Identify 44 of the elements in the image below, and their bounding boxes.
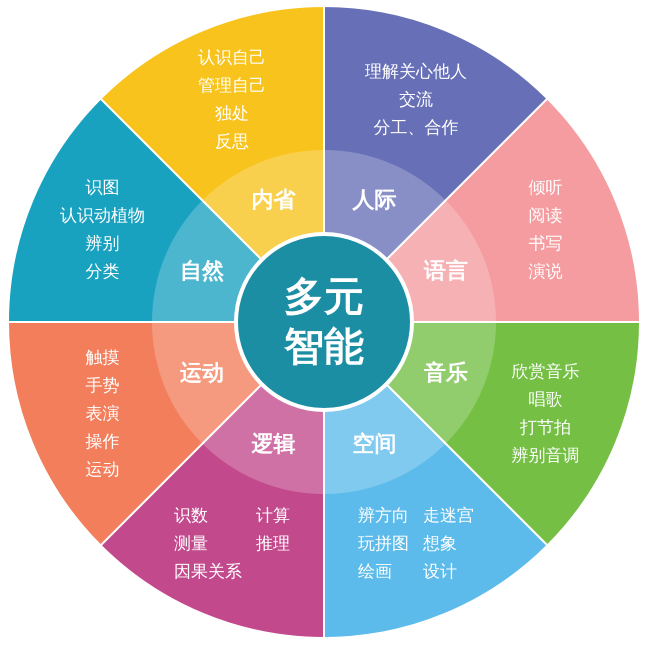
- item-text: 认识自己: [198, 47, 266, 70]
- item-text: 分工、合作: [373, 117, 458, 140]
- item-text: 管理自己: [198, 75, 266, 98]
- item-text: 欣赏音乐: [512, 360, 580, 384]
- item-text: 推理: [256, 532, 290, 556]
- item-text: 阅读: [528, 205, 563, 228]
- item-text: 玩拼图: [358, 532, 409, 556]
- item-text: 交流: [398, 89, 433, 112]
- sector-title: 运动: [180, 360, 224, 388]
- item-text: 辨别: [85, 233, 120, 256]
- item-text: 书写: [528, 233, 563, 256]
- item-text: 打节拍: [520, 416, 572, 440]
- item-text: 理解关心他人: [364, 61, 467, 84]
- item-text: 走迷宫: [422, 504, 474, 528]
- item-text: 唱歌: [528, 388, 563, 412]
- item-text: 反思: [215, 131, 250, 154]
- item-text: 想象: [422, 532, 457, 556]
- item-text: 计算: [256, 504, 290, 528]
- sector-title: 音乐: [424, 360, 468, 388]
- item-text: 辨别音调: [512, 444, 580, 468]
- item-text: 演说: [528, 261, 563, 284]
- item-text: 辨方向: [358, 504, 409, 528]
- item-text: 识图: [85, 177, 120, 200]
- item-text: 触摸: [85, 346, 120, 370]
- item-text: 分类: [85, 261, 120, 284]
- item-text: 认识动植物: [60, 205, 145, 228]
- sector-title: 内省: [251, 187, 296, 216]
- item-text: 测量: [174, 532, 208, 556]
- item-text: 设计: [422, 560, 457, 584]
- sector-title: 人际: [352, 187, 396, 216]
- item-text: 运动: [85, 458, 120, 482]
- item-text: 因果关系: [174, 560, 242, 584]
- sector-title: 逻辑: [251, 430, 296, 459]
- item-text: 独处: [215, 103, 250, 126]
- item-text: 绘画: [358, 560, 392, 584]
- sector-title: 空间: [352, 430, 396, 459]
- sector-title: 自然: [180, 258, 224, 286]
- item-text: 手势: [85, 374, 120, 398]
- item-text: 表演: [85, 402, 120, 426]
- sector-title: 语言: [424, 258, 468, 286]
- item-text: 倾听: [528, 177, 563, 200]
- center-title: 多元智能: [282, 273, 365, 372]
- item-text: 操作: [85, 430, 120, 454]
- item-text: 识数: [174, 504, 208, 528]
